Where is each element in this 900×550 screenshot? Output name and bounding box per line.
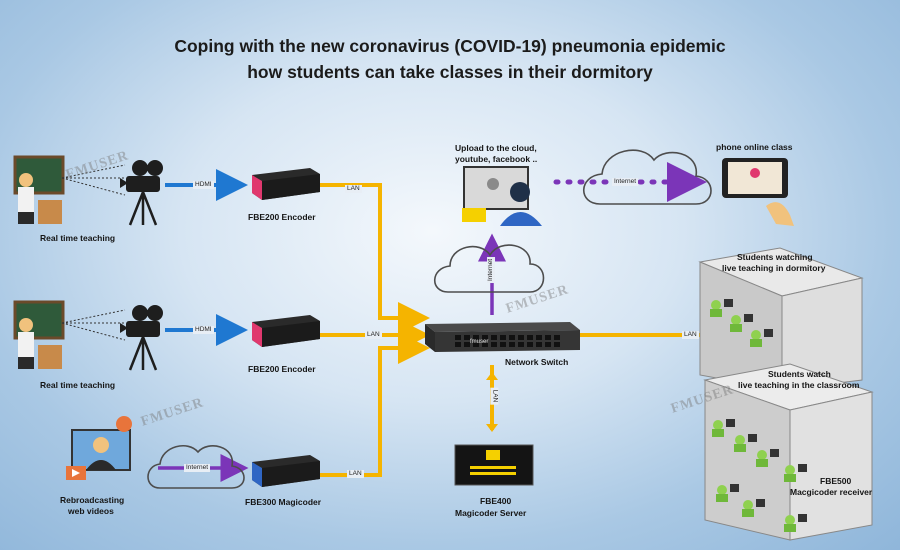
label-server-1: FBE400 <box>480 496 512 506</box>
switch-port <box>500 335 506 340</box>
lan-tag-5: LAN <box>490 387 499 405</box>
switch-port <box>491 342 497 347</box>
cloud-switch <box>433 244 545 293</box>
clouds <box>147 149 712 489</box>
switch-port <box>518 335 524 340</box>
label-network-switch: Network Switch <box>505 357 569 367</box>
switch-port <box>473 335 479 340</box>
label-rebroadcasting-2: web videos <box>68 506 114 516</box>
lan-link-encoder-1 <box>320 183 430 334</box>
label-receiver-2: Macgicoder receiver <box>790 487 873 497</box>
label-receiver-1: FBE500 <box>820 476 852 486</box>
switch-port <box>482 342 488 347</box>
switch-ports <box>455 335 560 347</box>
switch-port <box>536 342 542 347</box>
label-classroom-2: live teaching in the classroom <box>738 380 860 390</box>
hdmi-links <box>165 169 248 346</box>
label-dorm-2: live teaching in dormitory <box>722 263 826 273</box>
cloud-web <box>147 444 245 489</box>
switch-port <box>455 335 461 340</box>
label-classroom-1: Students watch <box>768 369 831 379</box>
label-real-time-teaching-2: Real time teaching <box>40 380 116 390</box>
web-video-scene <box>66 416 132 480</box>
lan-tag-4: LAN <box>682 331 699 339</box>
label-encoder-2: FBE200 Encoder <box>248 364 316 374</box>
internet-tag-2: Internet <box>487 256 496 284</box>
lan-tag-2: LAN <box>365 331 382 339</box>
switch-port <box>491 335 497 340</box>
phone-scene <box>722 158 794 226</box>
label-upload-1: Upload to the cloud, <box>455 143 537 153</box>
switch-brand: fmuser <box>470 339 489 345</box>
switch-port <box>518 342 524 347</box>
lan-link-magicoder <box>320 332 430 477</box>
encoder-device-1 <box>252 168 320 200</box>
switch-port <box>509 342 515 347</box>
switch-port <box>545 342 551 347</box>
lan-tag-3: LAN <box>347 470 364 478</box>
camera-1 <box>120 160 163 226</box>
teacher-scene-2 <box>13 300 126 369</box>
magicoder-device <box>252 455 320 487</box>
camera-2 <box>120 305 163 371</box>
title-line-1: Coping with the new coronavirus (COVID-1… <box>174 36 726 56</box>
student-figure <box>734 434 757 452</box>
switch-port <box>455 342 461 347</box>
student-figure <box>784 514 807 532</box>
switch-port <box>500 342 506 347</box>
switch-port <box>509 335 515 340</box>
upload-scene <box>462 166 542 226</box>
hdmi-tag-1: HDMI <box>193 181 214 189</box>
student-figure <box>710 299 733 317</box>
switch-port <box>482 335 488 340</box>
label-encoder-1: FBE200 Encoder <box>248 212 316 222</box>
switch-port <box>554 342 560 347</box>
student-figure <box>756 449 779 467</box>
cloud-phone <box>583 149 712 205</box>
switch-port <box>545 335 551 340</box>
lan-tag-1: LAN <box>345 185 362 193</box>
label-upload-2: youtube, facebook .. <box>455 154 538 164</box>
switch-port <box>464 335 470 340</box>
student-figure <box>742 499 765 517</box>
switch-port <box>527 335 533 340</box>
title-line-2: how students can take classes in their d… <box>247 62 653 82</box>
internet-tag-3: Internet <box>612 178 639 186</box>
label-phone-class: phone online class <box>716 142 793 152</box>
student-figure <box>712 419 735 437</box>
label-real-time-teaching-1: Real time teaching <box>40 233 116 243</box>
label-magicoder: FBE300 Magicoder <box>245 497 322 507</box>
switch-port <box>464 342 470 347</box>
student-figure <box>730 314 753 332</box>
student-figure <box>716 484 739 502</box>
teacher-scene-1 <box>13 155 126 224</box>
encoder-device-2 <box>252 315 320 347</box>
switch-port <box>527 342 533 347</box>
server-device <box>454 444 534 486</box>
switch-port <box>536 335 542 340</box>
internet-tag-1: Internet <box>184 464 211 472</box>
network-switch-device <box>425 322 580 352</box>
label-dorm-1: Students watching <box>737 252 813 262</box>
student-figures <box>710 299 807 532</box>
hdmi-tag-2: HDMI <box>193 326 214 334</box>
label-rebroadcasting-1: Rebroadcasting <box>60 495 125 505</box>
switch-port <box>473 342 479 347</box>
student-figure <box>784 464 807 482</box>
switch-port <box>554 335 560 340</box>
label-server-2: Magicoder Server <box>455 508 527 518</box>
student-figure <box>750 329 773 347</box>
